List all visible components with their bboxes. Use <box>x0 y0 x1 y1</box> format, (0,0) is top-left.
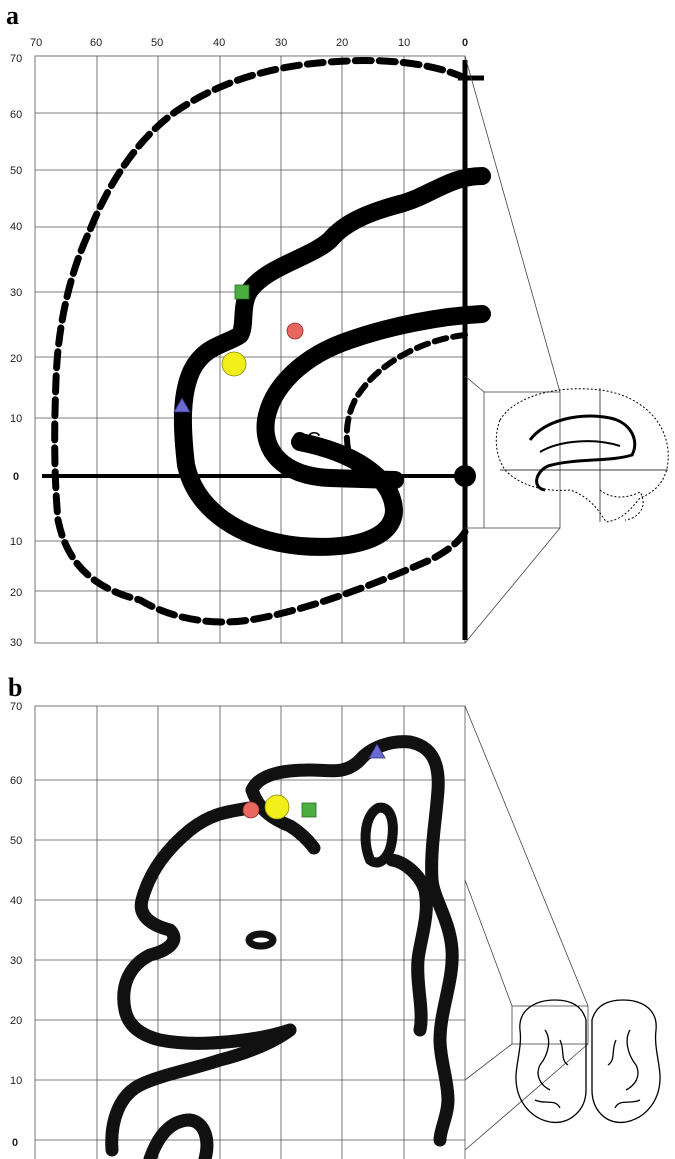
y-tick: 60 <box>10 775 22 787</box>
panel-b-zoom-lines <box>464 705 589 1151</box>
coronal-brain-thumbnail <box>515 999 661 1123</box>
upper-thick-curve <box>173 167 491 556</box>
yellow-circle-marker <box>221 351 247 377</box>
panel-a-x-ticks: 70 60 50 40 30 20 10 0 <box>30 37 468 49</box>
green-square-marker <box>234 284 250 300</box>
panel-b-grid <box>34 705 466 1159</box>
y-tick: 10 <box>10 1075 22 1087</box>
y-tick: 0 <box>12 1137 18 1149</box>
blue-triangle-marker <box>173 397 191 413</box>
x-tick: 60 <box>90 37 102 49</box>
panel-b-y-ticks: 70 60 50 40 30 20 10 0 <box>10 701 22 1149</box>
y-tick: 20 <box>10 353 22 365</box>
sagittal-brain-thumbnail <box>495 388 669 523</box>
x-tick: 40 <box>213 37 225 49</box>
y-tick: 50 <box>10 165 22 177</box>
cc-label: CC <box>292 429 321 451</box>
y-tick: 50 <box>10 835 22 847</box>
yellow-circle-marker <box>264 794 290 820</box>
panel-a-letter: a <box>6 1 19 30</box>
panel-a-zoom-lines <box>464 55 561 644</box>
y-tick: 30 <box>10 955 22 967</box>
y-tick: 0 <box>13 471 19 483</box>
y-tick: 40 <box>10 221 22 233</box>
x-tick: 0 <box>462 37 468 49</box>
panel-a-y-ticks: 70 60 50 40 30 20 10 0 10 20 30 <box>10 53 22 649</box>
x-tick: 50 <box>151 37 163 49</box>
y-tick: 20 <box>10 1015 22 1027</box>
y-tick: 60 <box>10 109 22 121</box>
blue-triangle-marker <box>368 743 386 759</box>
x-tick: 20 <box>336 37 348 49</box>
y-tick: 30 <box>10 637 22 649</box>
green-square-marker <box>301 802 317 818</box>
corpus-callosum-curve <box>256 305 491 489</box>
x-tick: 30 <box>275 37 287 49</box>
origin-dot <box>454 465 476 487</box>
panel-a-grid <box>34 55 466 644</box>
x-tick: 70 <box>30 37 42 49</box>
coronal-brain-outline <box>105 735 459 1159</box>
y-tick: 40 <box>10 895 22 907</box>
outer-brain-outline <box>51 57 469 626</box>
y-tick: 30 <box>10 287 22 299</box>
y-tick: 10 <box>10 413 22 425</box>
y-tick: 70 <box>10 701 22 713</box>
panel-b-letter: b <box>8 673 22 702</box>
y-tick: 70 <box>10 53 22 65</box>
y-tick: 10 <box>10 536 22 548</box>
x-tick: 10 <box>398 37 410 49</box>
red-circle-marker <box>242 801 260 819</box>
y-tick: 20 <box>10 587 22 599</box>
red-circle-marker <box>286 322 304 340</box>
